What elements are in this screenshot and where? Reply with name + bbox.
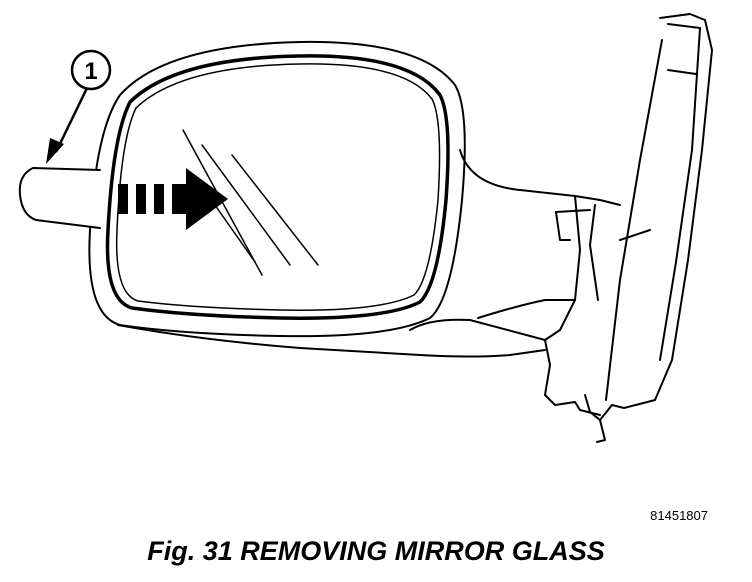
callout-circle-icon	[70, 49, 112, 91]
removal-tool	[18, 167, 101, 229]
callout-number: 1	[84, 58, 97, 85]
mirror-diagram: 1	[18, 13, 713, 443]
figure-caption: Fig. 31 REMOVING MIRROR GLASS	[147, 536, 605, 566]
arrow-right-dashed-icon	[118, 168, 228, 230]
callout-1: 1	[46, 49, 112, 164]
mirror-glass	[105, 54, 450, 320]
mounting-base	[584, 13, 713, 443]
mirror-arm	[117, 149, 621, 416]
mirror-housing	[88, 40, 466, 338]
drawing-number: 81451807	[650, 508, 708, 523]
